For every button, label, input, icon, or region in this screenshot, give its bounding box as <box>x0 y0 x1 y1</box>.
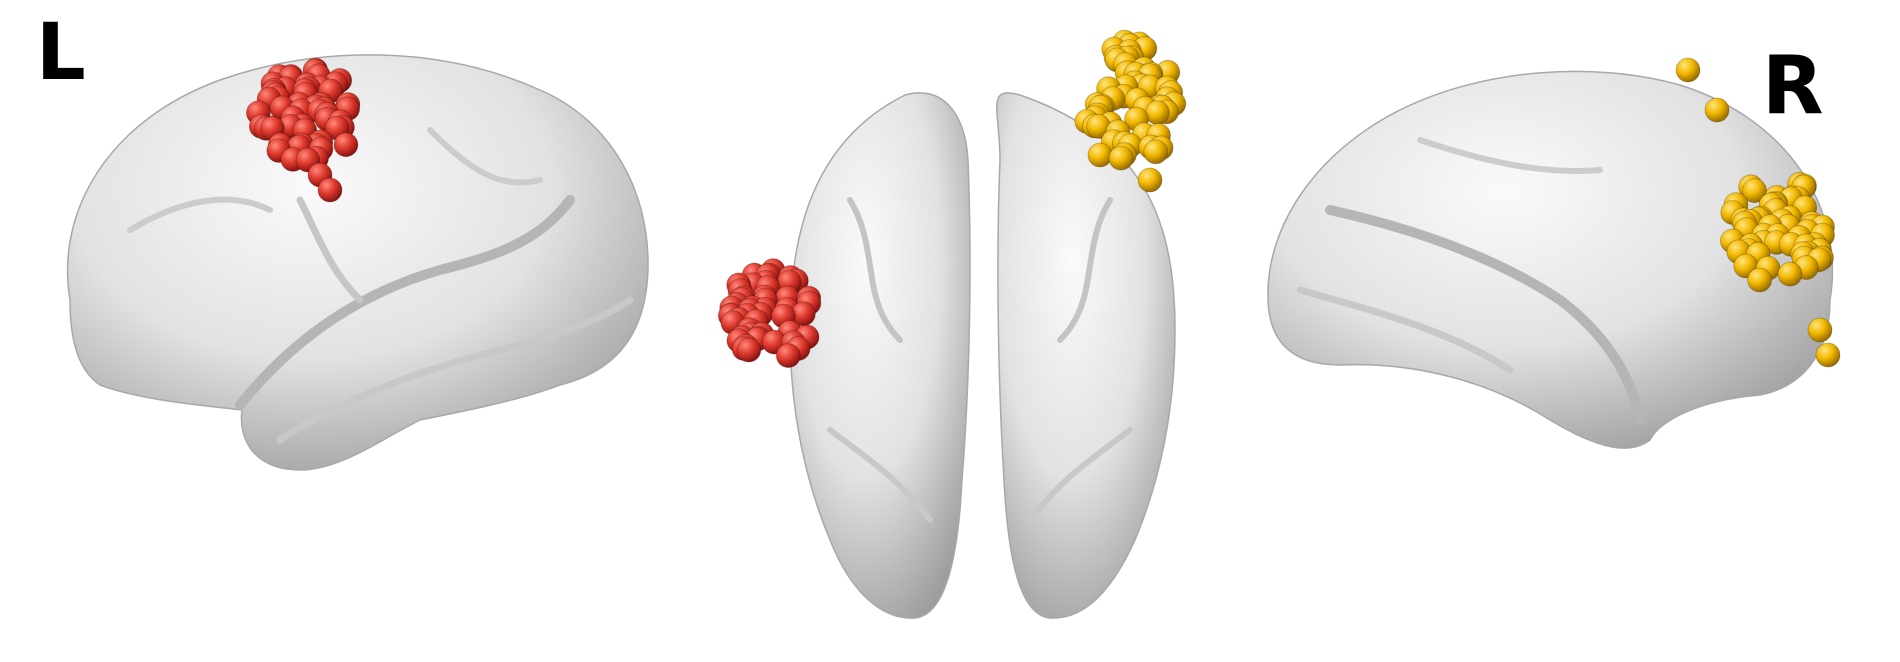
cluster-sphere <box>1145 100 1170 125</box>
left-hemisphere-label: L <box>36 8 86 98</box>
right-temporal-ridge <box>1296 286 1514 374</box>
left-parietal-sulcus <box>427 127 543 186</box>
left-cluster-dorsal <box>717 258 822 369</box>
cluster-sphere <box>775 343 801 369</box>
left-hemisphere-surface <box>66 54 649 471</box>
cluster-sphere <box>1143 139 1169 165</box>
cluster-sphere <box>736 337 762 363</box>
cluster-sphere <box>1742 178 1767 204</box>
cluster-sphere <box>1815 342 1841 368</box>
dorsal-sulcus-2 <box>1057 197 1113 343</box>
left-sylvian-fissure <box>235 195 575 410</box>
cluster-sphere <box>1087 142 1113 168</box>
dorsal-sulcus-1 <box>847 197 903 343</box>
right-hemisphere-surface <box>1267 70 1834 449</box>
dorsal-sulcus-4 <box>1027 427 1133 523</box>
cluster-sphere <box>1108 145 1134 171</box>
cluster-sphere <box>333 132 359 158</box>
left-frontal-sulcus <box>127 196 273 233</box>
right-cluster-dorsal <box>1074 29 1187 193</box>
right-frontal-sulcus <box>1417 137 1603 174</box>
left-cluster-lateral <box>245 57 361 203</box>
dorsal-brain <box>789 92 1176 619</box>
cluster-sphere <box>1704 97 1730 123</box>
dorsal-left-hemisphere <box>789 92 971 619</box>
right-sylvian-fissure <box>1325 205 1645 425</box>
cluster-sphere <box>1747 267 1772 293</box>
cluster-sphere <box>1675 57 1701 83</box>
left-central-sulcus <box>296 196 364 304</box>
left-lateral-brain <box>66 54 649 471</box>
right-hemisphere-label: R <box>1762 39 1824 132</box>
dorsal-sulcus-3 <box>827 427 933 523</box>
left-temporal-ridge <box>276 296 634 444</box>
right-lateral-brain <box>1267 70 1834 449</box>
cluster-sphere <box>317 177 343 203</box>
dorsal-right-hemisphere <box>996 92 1176 619</box>
cluster-sphere <box>1137 167 1163 193</box>
cluster-sphere <box>1777 261 1803 287</box>
cluster-sphere <box>1807 317 1833 343</box>
right-cluster-lateral <box>1675 57 1841 368</box>
